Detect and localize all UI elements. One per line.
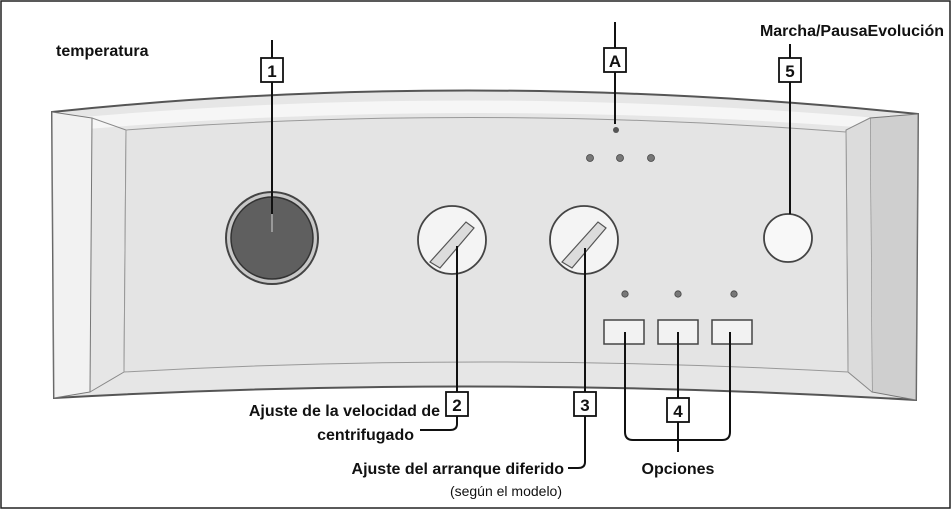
knob-grip — [561, 221, 607, 269]
svg-text:1: 1 — [267, 62, 276, 81]
led — [674, 290, 682, 298]
left-bevel — [51, 111, 93, 399]
led — [613, 127, 619, 133]
leader-lines — [271, 22, 791, 469]
label-spin-speed-line2: centrifugado — [317, 427, 414, 444]
label-temperature: temperatura — [56, 43, 149, 60]
callout-4: 4 — [666, 397, 690, 423]
knob-grip — [429, 221, 475, 269]
spin-speed-knob[interactable] — [417, 205, 487, 275]
led — [647, 154, 655, 162]
right-bevel-inner — [845, 117, 873, 393]
panel-highlight — [72, 100, 900, 130]
led — [621, 290, 629, 298]
option-leds — [621, 290, 738, 298]
svg-text:A: A — [609, 52, 621, 71]
led — [586, 154, 594, 162]
label-start-pause: Marcha/PausaEvolución — [760, 23, 944, 40]
progress-leds — [586, 127, 655, 162]
led — [616, 154, 624, 162]
label-spin-speed-line1: Ajuste de la velocidad de — [249, 403, 440, 420]
option-button-3[interactable] — [711, 319, 753, 345]
callout-a: A — [603, 47, 627, 73]
label-delay-note: (según el modelo) — [450, 483, 562, 499]
label-options: Opciones — [642, 461, 715, 478]
label-delay-start: Ajuste del arranque diferido — [352, 461, 565, 478]
delay-start-knob[interactable] — [549, 205, 619, 275]
callout-3: 3 — [573, 391, 597, 417]
callout-5: 5 — [778, 57, 802, 83]
led — [730, 290, 738, 298]
svg-text:2: 2 — [452, 396, 461, 415]
callout-1: 1 — [260, 57, 284, 83]
callout-2: 2 — [445, 391, 469, 417]
svg-text:3: 3 — [580, 396, 589, 415]
svg-text:4: 4 — [673, 402, 683, 421]
svg-text:5: 5 — [785, 62, 794, 81]
right-bevel — [869, 113, 919, 401]
start-pause-button[interactable] — [763, 213, 813, 263]
